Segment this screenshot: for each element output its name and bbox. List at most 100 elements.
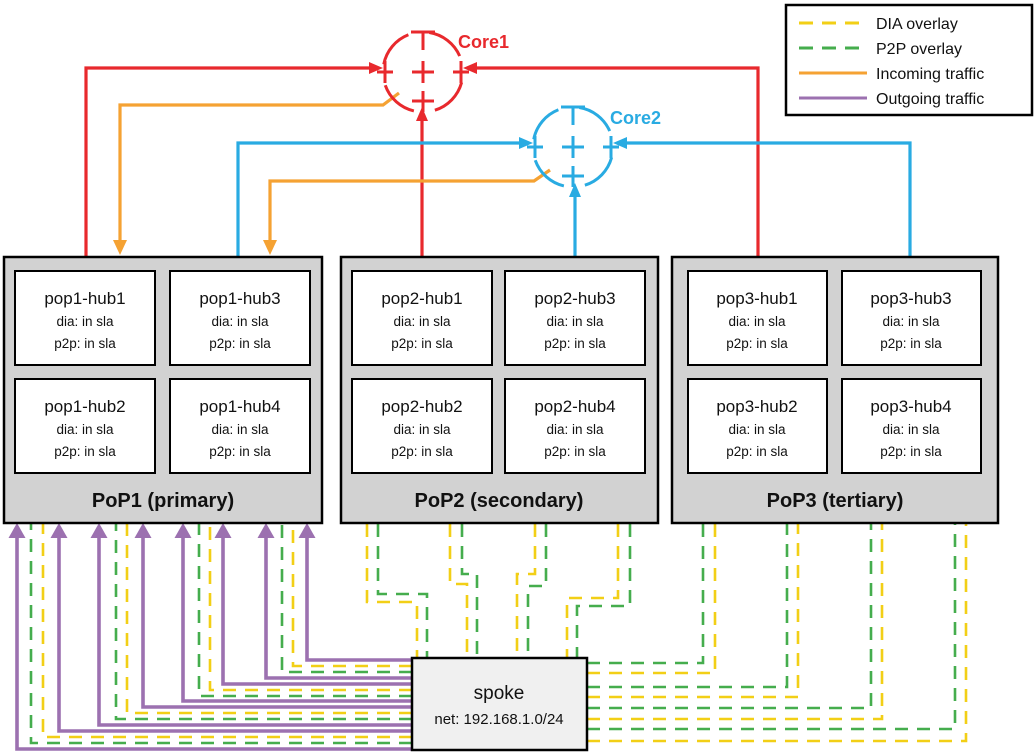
incoming-traffic-lines <box>113 91 551 255</box>
pop1-hub3-box <box>169 270 311 366</box>
incoming-traffic-arrow-core2 <box>263 168 551 255</box>
dia-overlay-line <box>208 524 412 692</box>
pop2-title: PoP2 (secondary) <box>415 490 584 512</box>
overlay-lines-spoke-to-pop1 <box>29 524 412 745</box>
hub-name: pop2-hub1 <box>381 289 462 308</box>
hub-dia: dia: in sla <box>56 314 114 329</box>
pop1-to-core2-link <box>236 137 533 257</box>
hub-p2p: p2p: in sla <box>391 336 453 351</box>
pop1-hub4-box <box>169 378 311 474</box>
hub-name: pop1-hub3 <box>199 289 280 308</box>
outgoing-traffic-arrow <box>174 523 412 703</box>
outgoing-traffic-arrow <box>257 523 412 680</box>
hub-dia: dia: in sla <box>393 422 451 437</box>
hub-dia: dia: in sla <box>546 314 604 329</box>
legend-incoming-label: Incoming traffic <box>876 66 984 83</box>
hub-name: pop1-hub4 <box>199 397 280 416</box>
pop2-hub3-box <box>504 270 646 366</box>
spoke-net: net: 192.168.1.0/24 <box>434 711 563 728</box>
legend-outgoing-label: Outgoing traffic <box>876 91 984 108</box>
legend-p2p-label: P2P overlay <box>876 41 962 58</box>
pop3-hub4-box <box>841 378 982 474</box>
p2p-overlay-line <box>587 524 789 689</box>
pop3-to-core1-link <box>463 62 760 257</box>
hub-dia: dia: in sla <box>728 422 786 437</box>
dia-overlay-line <box>365 524 419 658</box>
hub-name: pop3-hub3 <box>870 289 951 308</box>
p2p-overlay-line <box>526 524 548 658</box>
hub-p2p: p2p: in sla <box>544 336 606 351</box>
overlay-lines-spoke-to-pop2 <box>365 524 632 658</box>
hub-name: pop1-hub2 <box>44 397 125 416</box>
pop2-box: pop2-hub1 dia: in sla p2p: in sla pop2-h… <box>339 255 660 525</box>
hub-dia: dia: in sla <box>211 422 269 437</box>
spoke-box: spoke net: 192.168.1.0/24 <box>410 656 589 752</box>
hub-dia: dia: in sla <box>56 422 114 437</box>
p2p-overlay-line <box>587 524 873 710</box>
outgoing-traffic-arrow <box>214 523 412 686</box>
dia-overlay-line <box>291 524 412 668</box>
core1-label: Core1 <box>458 32 509 52</box>
overlay-lines-spoke-to-pop3 <box>587 524 968 743</box>
p2p-overlay-line <box>587 524 957 731</box>
legend-dia-label: DIA overlay <box>876 16 958 33</box>
p2p-overlay-line <box>280 524 412 674</box>
dia-overlay-line <box>125 524 412 715</box>
p2p-overlay-line <box>197 524 412 698</box>
dia-overlay-line <box>41 524 412 739</box>
dia-overlay-line <box>587 524 968 743</box>
hub-dia: dia: in sla <box>882 422 940 437</box>
p2p-overlay-line <box>575 524 632 658</box>
spoke-name: spoke <box>474 683 525 704</box>
outgoing-traffic-arrow <box>50 523 412 733</box>
hub-dia: dia: in sla <box>211 314 269 329</box>
core2-label: Core2 <box>610 108 661 128</box>
hub-name: pop3-hub1 <box>716 289 797 308</box>
p2p-overlay-line <box>587 524 705 665</box>
hub-p2p: p2p: in sla <box>391 444 453 459</box>
pop3-hub2-box <box>687 378 828 474</box>
hub-p2p: p2p: in sla <box>209 336 271 351</box>
pop3-hub1-box <box>687 270 828 366</box>
hub-p2p: p2p: in sla <box>726 336 788 351</box>
outgoing-traffic-arrow <box>134 523 412 709</box>
pop2-hub1-box <box>351 270 493 366</box>
p2p-overlay-line <box>460 524 479 658</box>
hub-p2p: p2p: in sla <box>54 336 116 351</box>
outgoing-traffic-arrow <box>298 523 412 662</box>
p2p-overlay-line <box>114 524 412 721</box>
pop1-hub1-box <box>14 270 156 366</box>
hub-dia: dia: in sla <box>393 314 451 329</box>
pop1-to-core1-link <box>84 62 383 257</box>
hub-dia: dia: in sla <box>728 314 786 329</box>
pop1-box: pop1-hub1 dia: in sla p2p: in sla pop1-h… <box>2 255 324 525</box>
hub-name: pop2-hub2 <box>381 397 462 416</box>
core2-glyph <box>527 105 619 187</box>
pop3-to-core2-link <box>613 137 912 257</box>
pop2-hub2-box <box>351 378 493 474</box>
p2p-overlay-line <box>29 524 412 745</box>
pop3-hub3-box <box>841 270 982 366</box>
dia-overlay-line <box>448 524 469 658</box>
outgoing-traffic-lines <box>8 523 412 751</box>
dia-overlay-line <box>565 524 620 658</box>
dia-overlay-line <box>515 524 537 658</box>
hub-name: pop2-hub3 <box>534 289 615 308</box>
legend: DIA overlay P2P overlay Incoming traffic… <box>784 3 1034 117</box>
pop1-hub2-box <box>14 378 156 474</box>
hub-dia: dia: in sla <box>546 422 604 437</box>
spoke-container <box>410 656 589 752</box>
outgoing-traffic-arrow <box>8 523 412 751</box>
hub-name: pop3-hub4 <box>870 397 951 416</box>
core2-links <box>236 137 912 257</box>
pop1-title: PoP1 (primary) <box>92 490 234 512</box>
dia-overlay-line <box>587 524 800 699</box>
hub-p2p: p2p: in sla <box>209 444 271 459</box>
hub-dia: dia: in sla <box>882 314 940 329</box>
pop3-title: PoP3 (tertiary) <box>767 490 904 512</box>
hub-p2p: p2p: in sla <box>880 336 942 351</box>
hub-p2p: p2p: in sla <box>54 444 116 459</box>
core1-node <box>377 30 469 114</box>
p2p-overlay-line <box>376 524 429 658</box>
